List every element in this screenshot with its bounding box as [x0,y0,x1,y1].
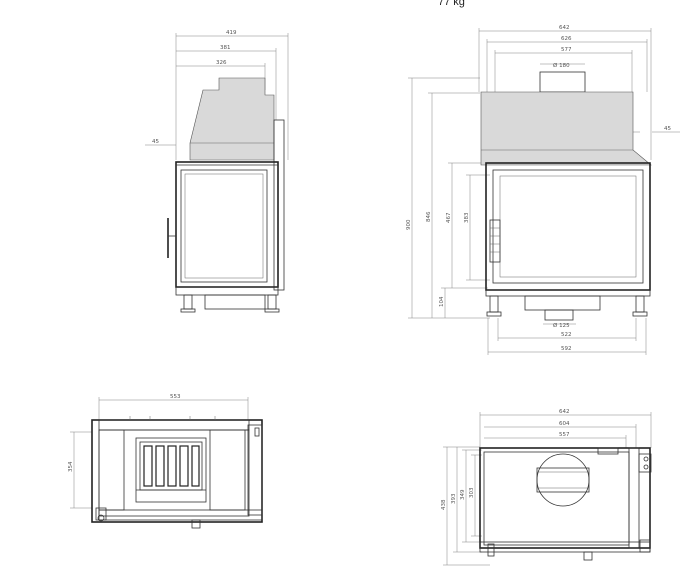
front-height-dimension-104: 104 [439,287,488,318]
top-right-depth-393: 393 [451,447,482,553]
front-air-inlet-dimension: Ø 125 [543,322,576,329]
top-right-width-557: 557 [484,432,627,448]
front-height-900: 900 [406,219,412,230]
top-right-width-642-label: 642 [559,409,570,415]
top-left-depth-dimension: 354 [68,431,92,509]
front-view: 642 626 577 Ø 180 45 900 [406,25,680,355]
top-right-width-557-label: 557 [559,432,570,438]
front-height-dimension-846: 846 [426,92,480,318]
top-right-depth-393-label: 393 [451,493,457,504]
side-offset-45: 45 [152,139,159,145]
top-left-width-dimension: 553 [98,394,249,420]
front-width-642: 642 [559,25,570,31]
front-flue-dimension: Ø 180 [540,62,585,69]
front-offset-45: 45 [664,126,671,132]
top-right-depth-438-label: 438 [441,499,447,510]
top-right-width-604: 604 [484,421,637,448]
front-height-dimension-900: 900 [406,77,490,319]
top-view-left: 553 354 [68,394,263,529]
top-right-depth-303-label: 303 [469,487,475,498]
front-height-dimension-467: 467 [446,162,488,288]
top-right-width-604-label: 604 [559,421,570,427]
front-bottom-width-592: 592 [487,318,647,355]
top-right-depth-438: 438 [441,446,490,566]
front-width-522: 522 [561,332,572,338]
side-width-326: 326 [216,60,227,66]
front-height-467: 467 [446,212,452,223]
side-width-dimension-1: 419 [175,30,289,160]
front-height-104: 104 [439,296,445,307]
top-right-width-642: 642 [479,409,652,448]
top-right-depth-349-label: 349 [460,489,466,500]
weight-label: 77 kg [438,0,465,8]
front-width-dimension-1: 642 [478,25,652,160]
front-air-inlet: Ø 125 [553,322,570,329]
front-width-626: 626 [561,36,572,42]
front-width-577: 577 [561,47,572,53]
side-width-dimension-2: 381 [176,45,277,120]
top-right-depth-349: 349 [460,449,482,543]
front-height-383: 383 [464,212,470,223]
side-view: 419 381 326 45 [145,30,289,313]
top-view-right: 642 604 557 438 393 349 [441,409,652,566]
front-width-dimension-2: 626 [486,36,648,92]
front-width-dimension-3: 577 [494,47,633,92]
front-width-592: 592 [561,346,572,352]
side-width-419: 419 [226,30,237,36]
top-left-width-553: 553 [170,394,181,400]
front-bottom-width-522: 522 [497,318,637,341]
front-height-846: 846 [426,211,432,222]
top-left-depth-354: 354 [68,461,74,472]
front-flue-diameter: Ø 180 [553,62,570,69]
side-width-381: 381 [220,45,231,51]
